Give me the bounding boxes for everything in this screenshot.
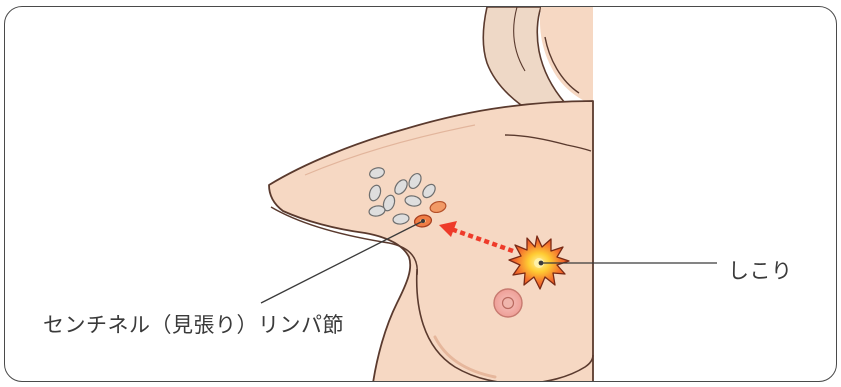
lump-leader-dot	[539, 261, 544, 266]
figure-frame: しこり センチネル（見張り）リンパ節	[4, 6, 837, 382]
sentinel-node-label: センチネル（見張り）リンパ節	[43, 315, 344, 336]
lump-label: しこり	[728, 261, 793, 282]
nipple	[503, 298, 514, 309]
node-leader-dot	[421, 219, 425, 223]
torso-shape	[269, 101, 593, 382]
